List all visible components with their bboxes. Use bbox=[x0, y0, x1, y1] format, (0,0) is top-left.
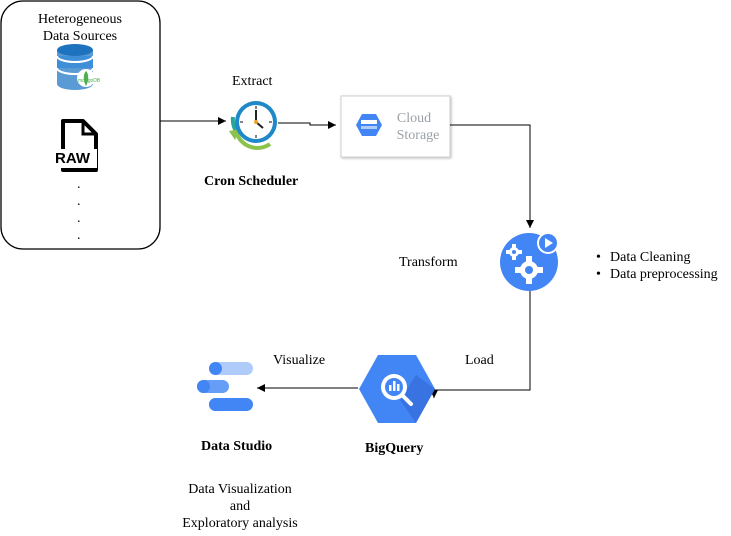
mongo-label: mongoDB bbox=[78, 78, 101, 84]
visualize-label: Visualize bbox=[273, 353, 326, 368]
extract-label: Extract bbox=[232, 74, 273, 89]
dot-2: . bbox=[77, 194, 81, 209]
dot-1: . bbox=[77, 177, 81, 192]
database-icon bbox=[56, 44, 95, 90]
dot-4: . bbox=[77, 228, 81, 243]
data-sources-box bbox=[0, 0, 161, 250]
data-studio-label: Data Studio bbox=[201, 439, 273, 454]
bullet-data-cleaning: Data Cleaning bbox=[594, 249, 718, 266]
connector-transform-to-bigquery bbox=[430, 291, 531, 398]
cloud-storage-line2: Storage bbox=[396, 128, 440, 143]
raw-label: RAW bbox=[55, 150, 90, 167]
connector-storage-to-transform bbox=[450, 124, 534, 228]
data-studio-icon bbox=[197, 362, 253, 411]
visualize-desc-line3: Exploratory analysis bbox=[182, 516, 298, 531]
sources-title-line2: Data Sources bbox=[42, 29, 118, 44]
bigquery-label: BigQuery bbox=[365, 441, 424, 456]
gears-play-icon bbox=[500, 232, 559, 291]
clock-icon bbox=[229, 101, 277, 150]
raw-file-icon bbox=[55, 119, 98, 172]
bullet-data-preprocessing: Data preprocessing bbox=[594, 266, 718, 283]
cloud-storage-icon bbox=[356, 114, 382, 136]
sources-title-line1: Heterogeneous bbox=[38, 12, 122, 27]
visualize-desc-line1: Data Visualization bbox=[188, 482, 292, 497]
load-label: Load bbox=[465, 353, 494, 368]
connector-scheduler-to-storage bbox=[278, 121, 336, 129]
bigquery-icon bbox=[359, 355, 435, 423]
visualize-desc-line2: and bbox=[229, 499, 251, 514]
dot-3: . bbox=[77, 211, 81, 226]
transform-bullet-list: Data Cleaning Data preprocessing bbox=[594, 249, 718, 283]
cloud-storage-line1: Cloud bbox=[396, 111, 432, 126]
transform-label: Transform bbox=[399, 255, 458, 270]
cron-scheduler-label: Cron Scheduler bbox=[204, 174, 299, 189]
